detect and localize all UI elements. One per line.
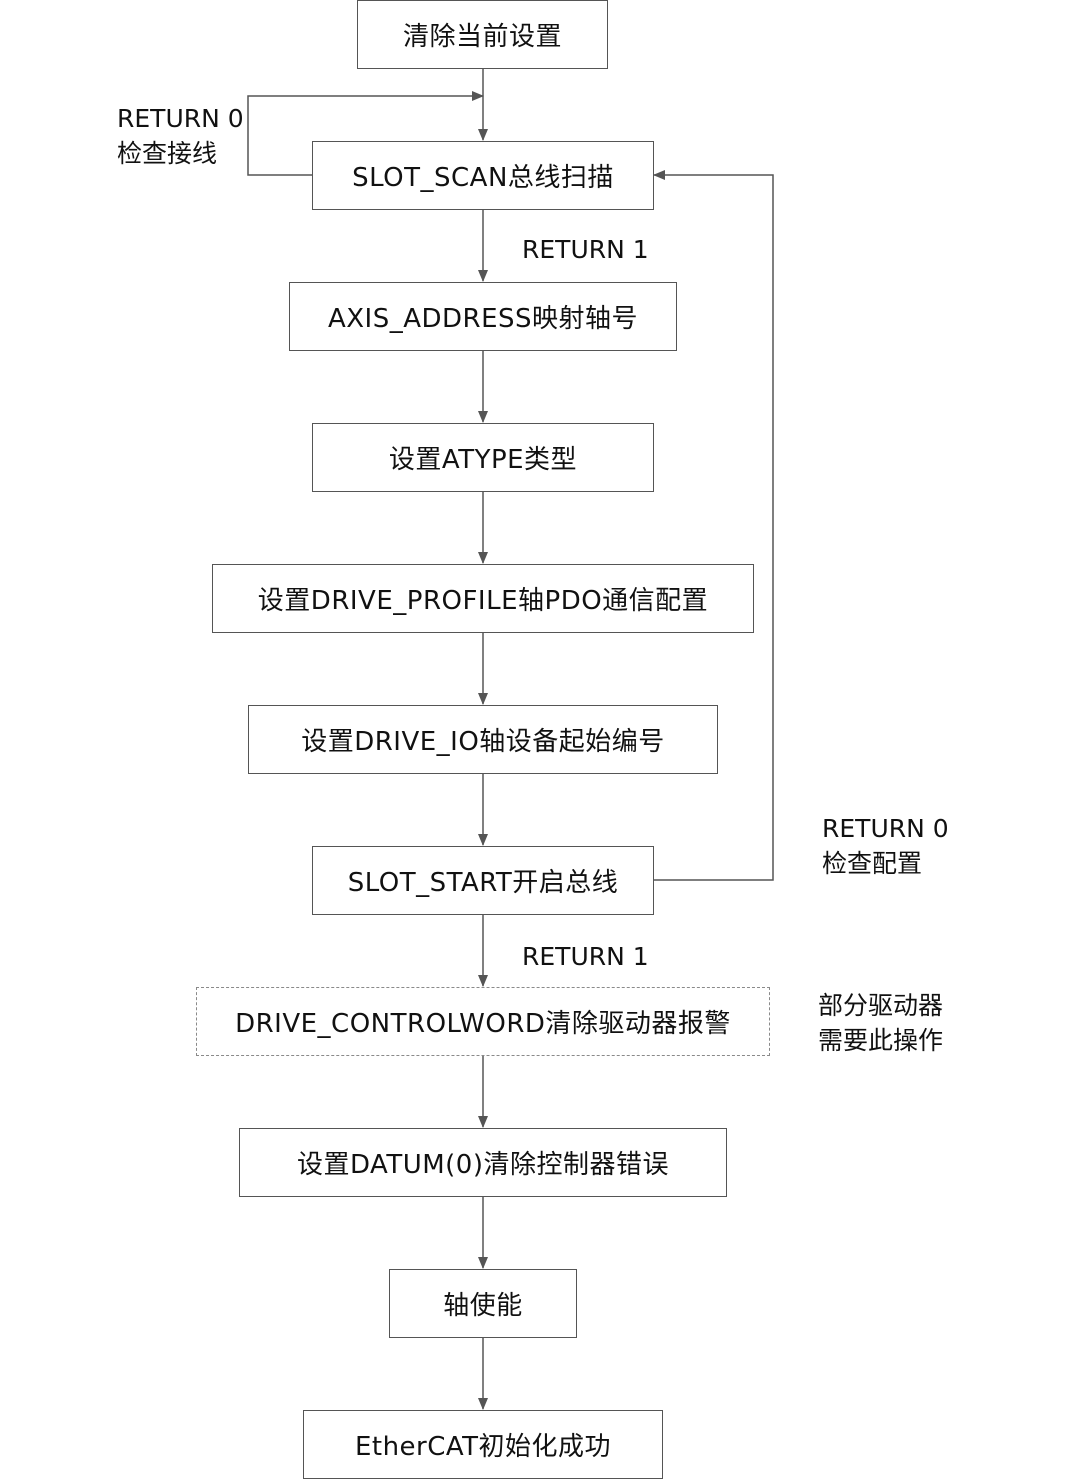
label-controlword-note: 部分驱动器 需要此操作 (818, 988, 943, 1058)
node-drive-profile: 设置DRIVE_PROFILE轴PDO通信配置 (212, 564, 754, 633)
node-slot-start: SLOT_START开启总线 (312, 846, 654, 915)
label-note-line2: 需要此操作 (818, 1026, 944, 1055)
node-axis-address: AXIS_ADDRESS映射轴号 (289, 282, 677, 351)
label-scan-return0: RETURN 0 检查接线 (117, 101, 244, 171)
node-slot-scan: SLOT_SCAN总线扫描 (312, 141, 654, 210)
loop-scan-return0 (247, 91, 484, 176)
node-drive-controlword: DRIVE_CONTROLWORD清除驱动器报警 (196, 987, 770, 1056)
node-axis-enable: 轴使能 (389, 1269, 577, 1338)
loop-start-return0 (653, 170, 774, 881)
label-start-return1: RETURN 1 (522, 942, 649, 971)
label-start-return0: RETURN 0 检查配置 (822, 811, 949, 881)
label-scan-return0-note: 检查接线 (117, 139, 218, 168)
node-set-atype: 设置ATYPE类型 (312, 423, 654, 492)
label-start-return0-code: RETURN 0 (822, 814, 949, 843)
label-scan-return1: RETURN 1 (522, 235, 649, 264)
node-set-datum: 设置DATUM(0)清除控制器错误 (239, 1128, 727, 1197)
label-start-return0-note: 检查配置 (822, 849, 923, 878)
node-drive-io: 设置DRIVE_IO轴设备起始编号 (248, 705, 718, 774)
label-scan-return0-code: RETURN 0 (117, 104, 244, 133)
node-success: EtherCAT初始化成功 (303, 1410, 663, 1479)
node-clear-settings: 清除当前设置 (357, 0, 608, 69)
label-note-line1: 部分驱动器 (818, 991, 944, 1020)
